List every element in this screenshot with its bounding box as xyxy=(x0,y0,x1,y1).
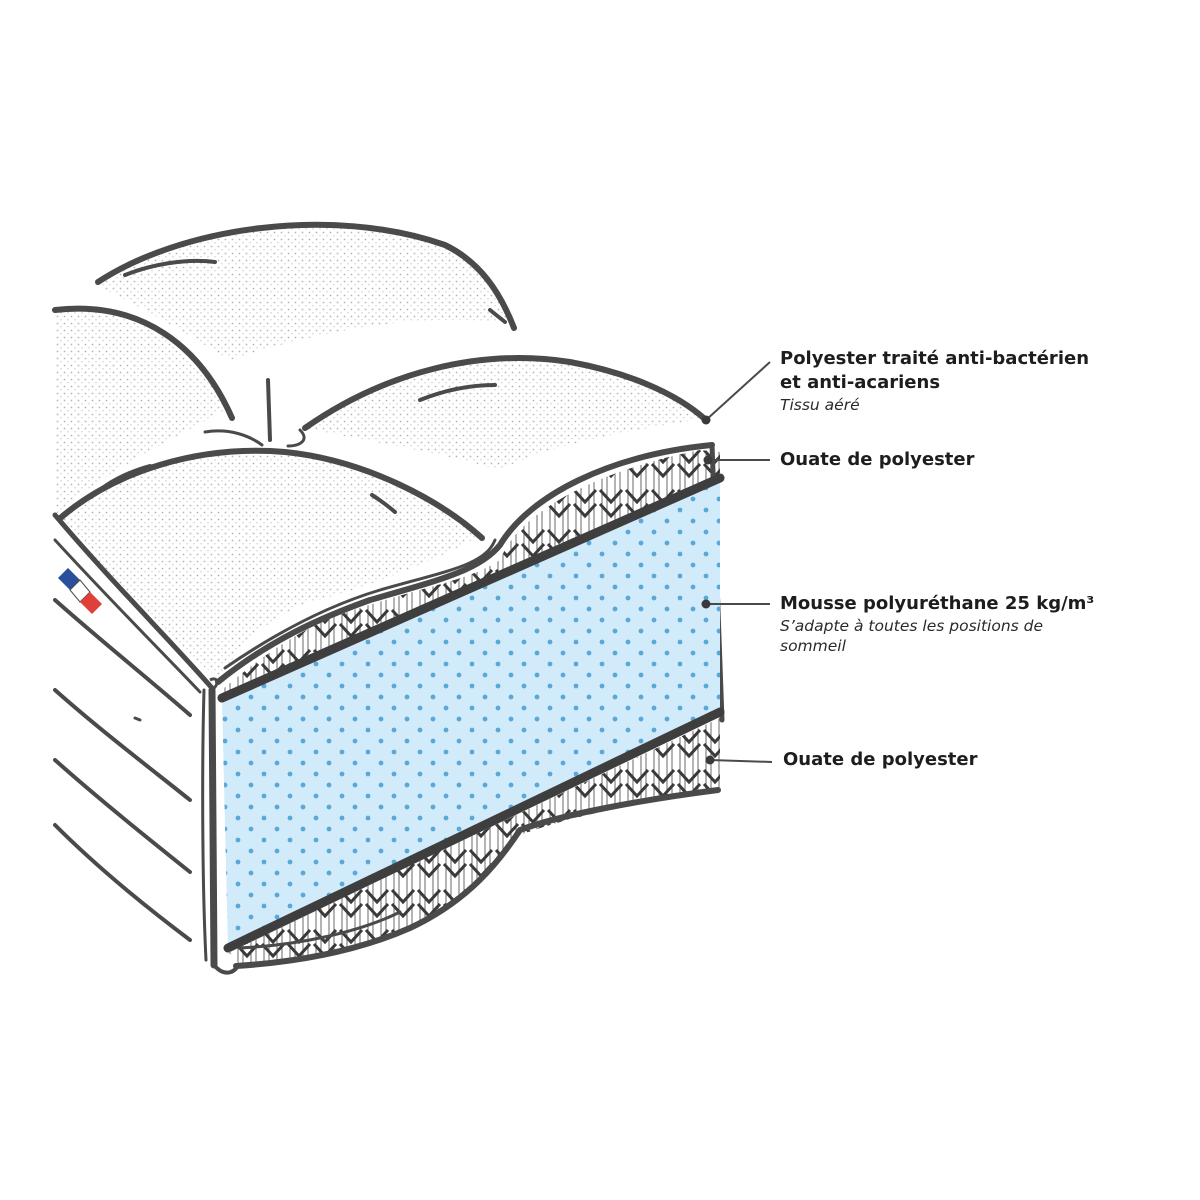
wadding-layer-bottom xyxy=(212,718,721,975)
label-wadding-top-title: Ouate de polyester xyxy=(780,449,975,470)
leader-wadding-top-dot xyxy=(703,455,713,465)
label-foam-subtitle: S’adapte à toutes les positions de somme… xyxy=(780,617,1044,655)
leader-cover xyxy=(705,361,771,421)
leader-wadding-bottom xyxy=(709,759,773,763)
label-cover-fabric: Polyester traité anti-bactérien et anti-… xyxy=(780,347,1140,415)
pillow-top-left xyxy=(52,305,235,515)
pillow-top-front xyxy=(55,447,485,680)
label-wadding-top: Ouate de polyester xyxy=(780,448,974,472)
pillow-top-right xyxy=(203,355,709,470)
label-cover-title-line1: Polyester traité anti-bactérien xyxy=(780,348,1090,369)
pillow-top-back xyxy=(95,221,517,360)
label-wadding-bottom: Ouate de polyester xyxy=(783,748,977,772)
label-foam-title: Mousse polyuréthane 25 kg/m³ xyxy=(780,593,1095,614)
label-wadding-bottom-title: Ouate de polyester xyxy=(783,749,978,770)
label-cover-title-line2: et anti-acariens xyxy=(780,372,941,393)
leader-lines xyxy=(701,361,773,765)
leader-foam-dot xyxy=(701,599,711,609)
leader-cover-dot xyxy=(701,415,711,425)
mattress-left-side xyxy=(52,512,219,969)
label-foam-core: Mousse polyuréthane 25 kg/m³ S’adapte à … xyxy=(780,592,1100,656)
label-cover-subtitle: Tissu aéré xyxy=(780,396,860,414)
french-flag-label xyxy=(58,568,102,614)
leader-wadding-bottom-dot xyxy=(705,755,715,765)
